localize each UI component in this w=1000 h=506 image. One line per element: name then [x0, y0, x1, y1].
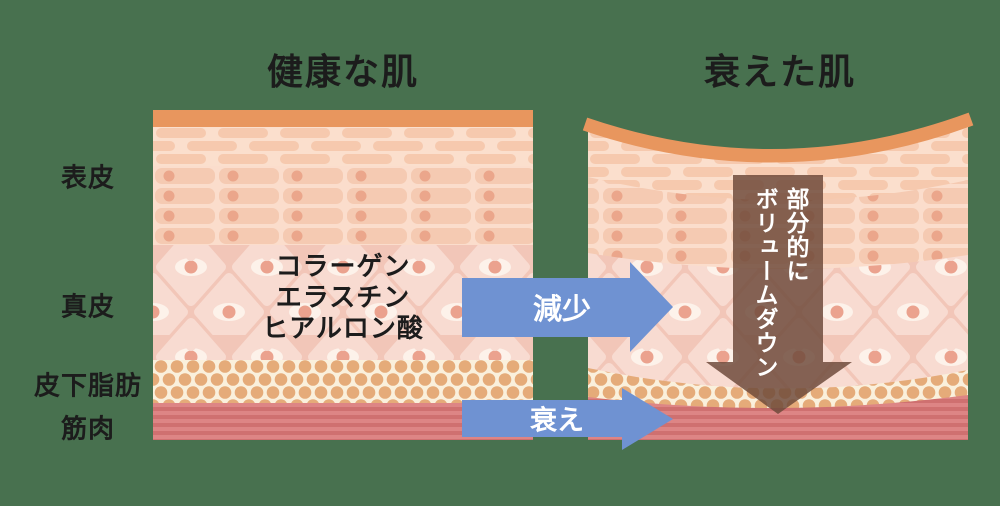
dermis-component: エラスチン [275, 283, 411, 313]
left-panel-title: 健康な肌 [266, 52, 420, 93]
left-surface-band [153, 110, 533, 127]
right-panel-title: 衰えた肌 [703, 52, 857, 93]
right-surface-band [582, 112, 974, 163]
left-subcutaneous-fat [153, 360, 533, 403]
label-epidermis: 表皮 [60, 163, 116, 194]
dermis-component: ヒアルロン酸 [262, 314, 424, 344]
decrease-arrow [462, 262, 673, 352]
label-dermis: 真皮 [60, 292, 116, 323]
label-muscle: 筋肉 [60, 414, 116, 445]
decline-arrow-label: 衰え [530, 405, 584, 437]
label-subcutaneous-fat: 皮下脂肪 [33, 371, 143, 402]
volume-down-arrow [706, 175, 852, 414]
volume-down-label-col1: 部分的に [782, 187, 808, 283]
left-epidermis-upper [153, 127, 533, 166]
right-muscle [588, 395, 968, 440]
decline-arrow [462, 388, 673, 450]
volume-down-label: 部分的に ボリュームダウン [748, 187, 810, 427]
left-epidermis-lower [153, 166, 533, 245]
decrease-arrow-label: 減少 [532, 292, 592, 326]
dermis-component-list: コラーゲン エラスチン ヒアルロン酸 [262, 252, 424, 345]
dermis-component: コラーゲン [275, 252, 411, 282]
volume-down-label-col2: ボリュームダウン [751, 187, 777, 379]
